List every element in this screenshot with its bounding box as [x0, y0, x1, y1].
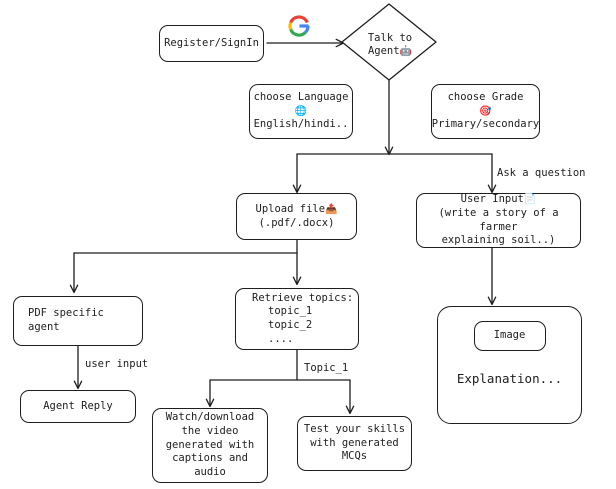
user-input-node[interactable]: User Input📄 (write a story of a farmer e… — [416, 193, 581, 248]
userinput-line-2: (write a story of a farmer — [438, 206, 559, 233]
userinput-line-3: explaining soil..) — [441, 234, 556, 247]
pdf-line-1: PDF specific — [28, 307, 104, 320]
talk-line-2-row: Agent🤖 — [362, 45, 418, 58]
watch-line-4: captions and — [172, 452, 248, 465]
test-skills-node[interactable]: Test your skills with generated MCQs — [297, 416, 412, 471]
test-line-3: MCQs — [341, 450, 368, 463]
grade-value: Primary/secondary — [431, 118, 540, 130]
ask-question-label: Ask a question — [497, 167, 586, 179]
talk-to-agent-label: Talk to Agent🤖 — [362, 32, 418, 58]
image-box: Image — [473, 321, 546, 351]
watch-download-node[interactable]: Watch/download the video generated with … — [152, 408, 268, 483]
watch-line-1: Watch/download — [165, 411, 255, 424]
pdf-line-2: agent — [28, 321, 60, 333]
robot-icon: 🤖 — [399, 45, 413, 57]
google-logo — [288, 15, 310, 37]
topic-edge-label: Topic_1 — [304, 362, 349, 374]
talk-line-2: Agent — [367, 44, 400, 57]
talk-line-1: Talk to — [367, 32, 413, 44]
upload-line-1-row: Upload file📤 — [256, 203, 338, 217]
upload-line-1: Upload file — [255, 202, 326, 215]
agent-reply-node[interactable]: Agent Reply — [20, 390, 136, 423]
choose-language-node[interactable]: choose Language 🌐 English/hindi.. — [249, 84, 353, 139]
retrieve-line-1: Retrieve topics: — [252, 291, 354, 304]
test-line-1: Test your skills — [303, 423, 406, 436]
result-panel: Image Explanation... — [437, 306, 582, 424]
register-label: Register/SignIn — [164, 36, 259, 49]
pdf-agent-node[interactable]: PDF specific agent — [13, 296, 143, 346]
explanation-label: Explanation... — [456, 371, 563, 386]
grade-title: choose Grade — [447, 91, 524, 104]
language-title: choose Language — [253, 91, 349, 104]
retrieve-line-3: topic_2 — [268, 319, 313, 331]
upload-file-node[interactable]: Upload file📤 (.pdf/.docx) — [236, 193, 357, 240]
watch-line-2: the video — [181, 425, 239, 438]
upload-tray-icon: 📤 — [325, 203, 338, 215]
userinput-line-1: User Input — [460, 193, 524, 206]
agent-reply-label: Agent Reply — [43, 399, 113, 412]
choose-grade-node[interactable]: choose Grade 🎯 Primary/secondary — [431, 84, 540, 139]
watch-line-5: audio — [194, 465, 226, 478]
retrieve-line-2: topic_1 — [268, 305, 313, 318]
register-signin-node[interactable]: Register/SignIn — [159, 25, 264, 62]
page-icon: 📄 — [523, 194, 537, 206]
user-input-edge-label: user input — [85, 358, 149, 370]
target-icon: 🎯 — [479, 106, 492, 117]
watch-line-3: generated with — [165, 438, 255, 451]
image-label: Image — [493, 329, 526, 342]
test-line-2: with generated — [310, 436, 399, 449]
retrieve-topics-node[interactable]: Retrieve topics: topic_1 topic_2 .... — [235, 288, 359, 350]
language-value: English/hindi.. — [253, 118, 349, 130]
retrieve-line-4: .... — [268, 332, 294, 345]
upload-line-2: (.pdf/.docx) — [258, 216, 335, 229]
globe-icon: 🌐 — [294, 106, 308, 117]
userinput-line-1-row: User Input📄 — [461, 193, 537, 207]
